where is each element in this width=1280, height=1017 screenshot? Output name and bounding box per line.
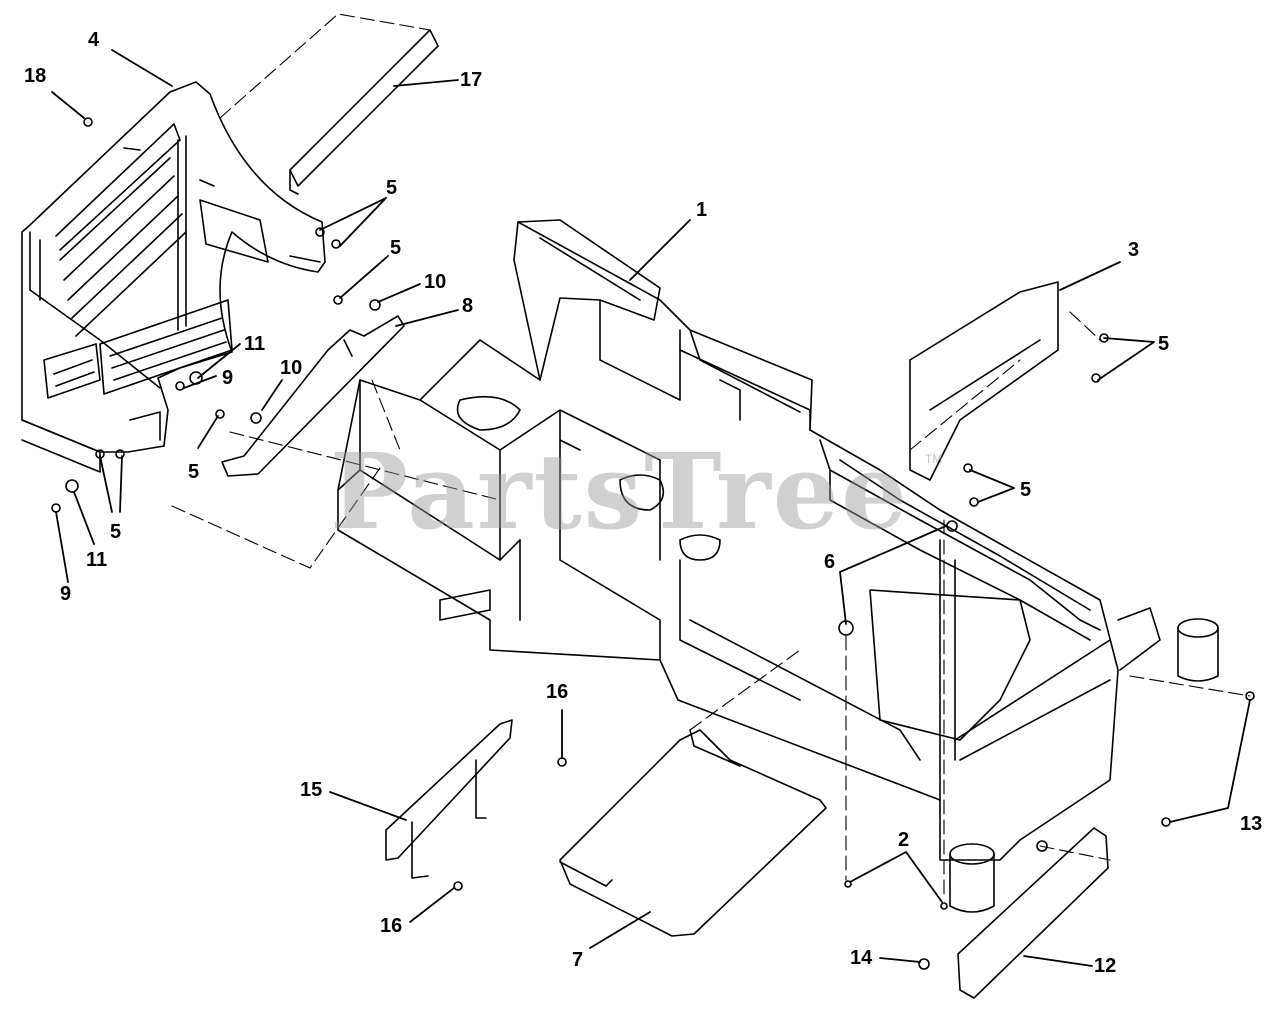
callout-4: 4 [88,29,100,51]
callout-12: 12 [1094,955,1117,977]
callout-17: 17 [460,69,483,91]
callout-1: 1 [696,199,708,221]
phantom-lines [171,13,1251,901]
main-frame-part-1 [337,219,1161,861]
plate-part-12 [957,827,1109,999]
callout-9: 9 [60,583,72,605]
plate-part-17 [289,29,439,195]
callout-10: 10 [280,357,303,379]
callout-5: 5 [386,177,398,199]
callout-16: 16 [380,915,403,937]
callout-14: 14 [850,947,873,969]
callout-15: 15 [300,779,323,801]
callout-16: 16 [546,681,569,703]
footrest-panel-part [21,81,326,473]
callout-11: 11 [86,549,108,571]
callout-9: 9 [222,367,234,389]
callout-8: 8 [462,295,474,317]
callout-10: 10 [424,271,447,293]
bracket-part-15 [385,719,513,879]
plate-part-3 [909,281,1059,481]
callout-5: 5 [390,237,402,259]
leader-lines [51,49,1251,967]
callout-2: 2 [898,829,910,851]
callout-3: 3 [1128,239,1140,261]
callout-6: 6 [824,551,836,573]
callout-5: 5 [110,521,122,543]
callout-18: 18 [24,65,47,87]
callout-5: 5 [1020,479,1032,501]
watermark-trademark: TM [925,452,943,466]
floor-plate-part-7 [559,729,827,937]
pivot-tube [949,618,1219,913]
callout-13: 13 [1240,813,1263,835]
callout-11: 11 [244,333,266,355]
watermark: PartsTree [330,430,910,553]
bracket-part-8 [221,315,405,477]
callout-7: 7 [572,949,584,971]
callout-5: 5 [1158,333,1170,355]
callout-5: 5 [188,461,200,483]
